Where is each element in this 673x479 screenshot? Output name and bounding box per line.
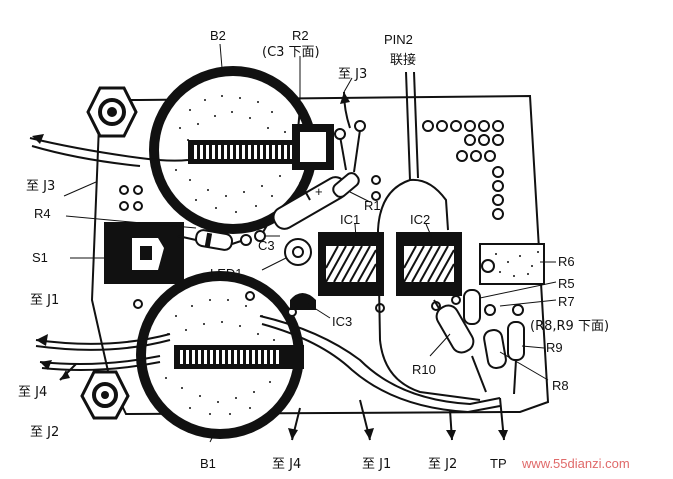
label-ic3: IC3: [332, 314, 352, 329]
resistor-r5: [463, 289, 481, 325]
label-r5: R5: [558, 276, 575, 291]
label-s1: S1: [32, 250, 48, 265]
r2-lead: [297, 107, 301, 131]
label-r1: R1: [364, 198, 381, 213]
label-to-j4-left: 至 J4: [18, 385, 47, 400]
label-to-j1-left: 至 J1: [30, 293, 59, 308]
label-c3: C3: [258, 238, 275, 253]
resistor-r1: [332, 120, 366, 198]
label-r9: R9: [546, 340, 563, 355]
label-ic2: IC2: [410, 212, 430, 227]
label-to-j3-left: 至 J3: [26, 179, 55, 194]
resistor-r9: [507, 304, 525, 395]
battery-b1: [136, 271, 304, 439]
wire-arrows: [32, 92, 508, 440]
label-ic1: IC1: [340, 212, 360, 227]
mounting-screw-top: [86, 86, 138, 138]
label-r2: R2: [292, 28, 309, 43]
label-r4: R4: [34, 206, 51, 221]
resistor-r4: [177, 229, 252, 251]
ic2-chip: [396, 232, 462, 296]
battery-b2: [149, 66, 334, 234]
label-r6: R6: [558, 254, 575, 269]
label-b1: B1: [200, 456, 216, 471]
watermark-text: www.55dianzi.com: [521, 456, 630, 471]
label-to-j1-bottom: 至 J1: [362, 457, 391, 472]
switch-s1: [104, 222, 184, 284]
ic1-chip: [318, 232, 384, 296]
label-r10: R10: [412, 362, 436, 377]
c3-plus-sign: +: [315, 184, 323, 199]
label-led1: LED1: [210, 266, 243, 281]
label-pin2-join: 联接: [390, 52, 416, 68]
label-to-j3-top: 至 J3: [338, 67, 367, 82]
label-to-j2-bottom: 至 J2: [428, 457, 457, 472]
label-b2: B2: [210, 28, 226, 43]
label-to-j2-left: 至 J2: [30, 425, 59, 440]
r2-pad: [334, 128, 346, 140]
label-c3-under: (C3 下面): [262, 45, 320, 60]
label-pin2: PIN2: [384, 32, 413, 47]
leader-lines: [63, 43, 557, 443]
label-tp: TP: [490, 456, 507, 471]
label-r7: R7: [558, 294, 575, 309]
pad-grid: [422, 120, 504, 220]
label-r8r9-under: (R8,R9 下面): [530, 319, 609, 334]
resistor-r8: [483, 304, 507, 370]
r2-lead-2: [339, 135, 347, 171]
wires: [29, 71, 505, 441]
label-r8: R8: [552, 378, 569, 393]
resistor-r6: [479, 243, 545, 285]
misc-pads: [119, 175, 461, 317]
label-to-j4-bottom: 至 J4: [272, 457, 301, 472]
mounting-screw-bottom: [80, 370, 130, 420]
resistor-r10: [433, 299, 487, 393]
led1: [284, 238, 312, 266]
ic3: [290, 293, 316, 310]
